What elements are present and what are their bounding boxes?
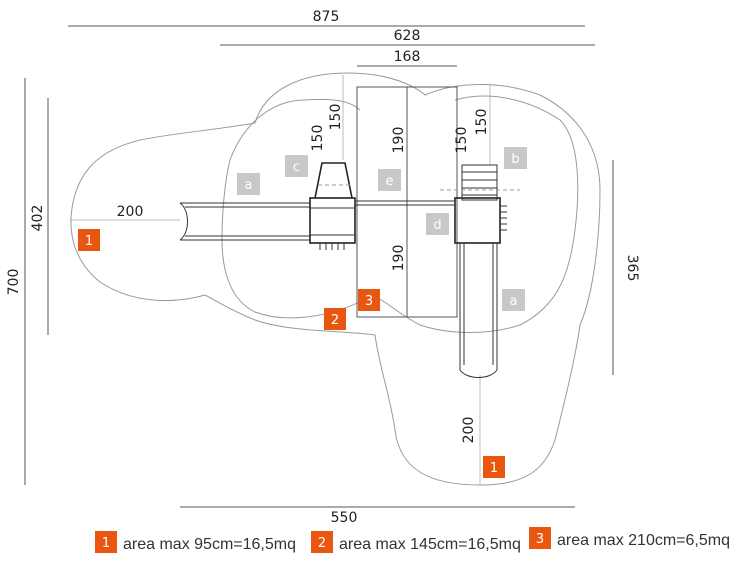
dim-168-label: 168 [394, 49, 421, 65]
svg-text:2: 2 [318, 536, 326, 551]
svg-text:3: 3 [536, 532, 544, 547]
dim-550-label: 550 [331, 510, 358, 526]
section-b: b [504, 147, 527, 169]
svg-text:c: c [293, 160, 300, 175]
dim-190-lower-label: 190 [391, 245, 407, 272]
svg-text:a: a [245, 178, 253, 193]
legend-item-1: 1 area max 95cm=16,5mq [95, 531, 296, 553]
dim-150-right-a-label: 150 [454, 127, 470, 154]
svg-text:area max 95cm=16,5mq: area max 95cm=16,5mq [123, 536, 296, 553]
dim-628-label: 628 [394, 28, 421, 44]
section-a-left: a [237, 173, 260, 195]
zone-1-left: 1 [78, 229, 100, 251]
left-slide [179, 202, 310, 241]
bottom-slide [459, 243, 498, 378]
svg-text:3: 3 [365, 294, 373, 309]
dim-200-left-label: 200 [117, 204, 144, 220]
svg-text:2: 2 [331, 313, 339, 328]
climbing-b [440, 164, 520, 201]
legend: 1 area max 95cm=16,5mq 2 area max 145cm=… [95, 527, 730, 553]
dim-402-label: 402 [30, 205, 46, 232]
svg-text:area max 210cm=6,5mq: area max 210cm=6,5mq [557, 532, 730, 549]
platform-area [356, 86, 458, 318]
section-c: c [285, 155, 308, 177]
dim-150-right-b-label: 150 [474, 109, 490, 136]
section-a-right: a [502, 289, 525, 311]
svg-text:1: 1 [490, 461, 498, 476]
section-e: e [378, 169, 401, 191]
roof-c [314, 162, 353, 199]
dim-150-upper-a-label: 150 [310, 125, 326, 152]
svg-text:a: a [510, 294, 518, 309]
play-equipment [179, 162, 520, 378]
dim-150-upper-b-label: 150 [328, 104, 344, 131]
inner-safety-outline [221, 95, 579, 333]
dim-875-label: 875 [313, 9, 340, 25]
dimension-lines: 875 628 168 700 402 365 550 200 200 150 … [6, 9, 640, 526]
dim-365-label: 365 [624, 255, 640, 282]
zone-2: 2 [324, 308, 346, 330]
safety-area-outlines [70, 72, 601, 486]
svg-text:area max 145cm=16,5mq: area max 145cm=16,5mq [339, 536, 521, 553]
zone-1-bottom: 1 [483, 456, 505, 478]
dim-190-upper-label: 190 [391, 127, 407, 154]
outer-safety-outline [70, 72, 601, 486]
legend-item-2: 2 area max 145cm=16,5mq [311, 531, 521, 553]
central-walkway [309, 197, 507, 250]
svg-text:1: 1 [102, 536, 110, 551]
svg-text:d: d [433, 218, 441, 233]
dim-200-bottom-label: 200 [461, 417, 477, 444]
svg-text:e: e [386, 174, 394, 189]
svg-text:b: b [511, 152, 519, 167]
zone-3: 3 [358, 289, 380, 311]
legend-item-3: 3 area max 210cm=6,5mq [529, 527, 730, 549]
section-markers: a c e d b a [237, 147, 527, 311]
section-d: d [426, 213, 449, 235]
svg-text:1: 1 [85, 234, 93, 249]
zone-markers: 1 1 2 3 [78, 229, 505, 478]
dim-700-label: 700 [6, 269, 22, 296]
